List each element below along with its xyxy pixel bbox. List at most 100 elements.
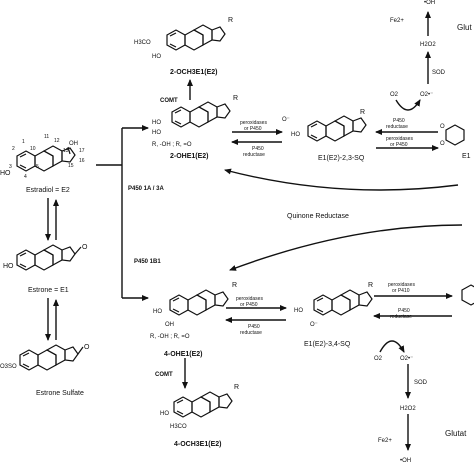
sq34-r: R bbox=[368, 282, 373, 289]
peroxidases-label: peroxidases bbox=[388, 282, 415, 288]
h2o2-bottom: H2O2 bbox=[400, 406, 416, 412]
ohe4-label: 4-OHE1(E2) bbox=[164, 351, 203, 358]
methoxy4-ho: HO bbox=[160, 411, 169, 417]
ohe4-oh: OH bbox=[165, 322, 174, 328]
o2-top: O2 bbox=[390, 92, 399, 98]
atom-num: 17 bbox=[79, 148, 85, 154]
fe2-top: Fe2+ bbox=[390, 18, 404, 24]
hydroxyl-radical-bottom: •OH bbox=[400, 458, 411, 464]
fe2-bottom: Fe2+ bbox=[378, 438, 392, 444]
atom-num: 11 bbox=[44, 134, 49, 140]
atom-num: 1 bbox=[22, 139, 25, 145]
quinone23-o1: O bbox=[440, 124, 445, 130]
p450-1b1-label: P450 1B1 bbox=[134, 259, 161, 265]
estrone-ho: HO bbox=[3, 263, 14, 270]
reductase-label: reductase bbox=[243, 152, 265, 158]
ohe2-ho1: HO bbox=[152, 120, 161, 126]
quinone23-label: E1 bbox=[462, 153, 471, 160]
estrone-sulfate-structure: O3SO O Estrone Sulfate bbox=[0, 344, 90, 397]
sq34-structure: HO O⁻ R E1(E2)-3,4-SQ bbox=[294, 282, 373, 348]
quinone23-o2: O bbox=[440, 141, 445, 147]
p450-label: P450 bbox=[393, 118, 405, 124]
ohe2-r: R bbox=[233, 95, 238, 102]
ohe2-r-note: R, -OH ; R, =O bbox=[152, 142, 192, 148]
hydroxyl-radical-top: •OH bbox=[424, 0, 435, 6]
methoxy2-h3co: H3CO bbox=[134, 40, 151, 46]
reductase-label: reductase bbox=[390, 314, 412, 320]
glutathione-top: Glut bbox=[457, 23, 472, 32]
p450-label: P450 bbox=[248, 324, 260, 330]
methoxy4-structure: HO H3CO R 4-OCH3E1(E2) bbox=[160, 384, 239, 448]
peroxidases-label: peroxidases bbox=[386, 136, 413, 142]
sod-bottom: SOD bbox=[414, 380, 428, 386]
p450-1a-3a-label: P450 1A / 3A bbox=[128, 186, 164, 192]
estrone-sulfate-label: Estrone Sulfate bbox=[36, 390, 84, 397]
quinone-reductase-arrows: Quinone Reductase bbox=[224, 168, 463, 271]
atom-num: 16 bbox=[79, 158, 85, 164]
superoxide-bottom: O2•⁻ bbox=[400, 356, 413, 362]
estradiol-label: Estradiol = E2 bbox=[26, 187, 70, 194]
peroxidases-label: peroxidases bbox=[240, 120, 267, 126]
redox-top: •OH Fe2+ H2O2 SOD O2 O2•⁻ Glut bbox=[390, 0, 472, 111]
sq34-o-minus: O⁻ bbox=[310, 322, 318, 328]
ohe2-sq-arrows: peroxidases or P450 P450 reductase bbox=[231, 120, 283, 158]
ohe2-ho2: HO bbox=[152, 130, 161, 136]
quinone23-structure: O O E1 bbox=[440, 124, 471, 160]
ohe4-r-note: R, -OH ; R, =O bbox=[150, 334, 190, 340]
ohe4-r: R bbox=[232, 282, 237, 289]
ohe2-label: 2-OHE1(E2) bbox=[170, 153, 209, 160]
sq23-label: E1(E2)-2,3-SQ bbox=[318, 155, 365, 162]
comt-bottom-arrow: COMT bbox=[155, 358, 188, 389]
sq23-o-minus: O⁻ bbox=[282, 117, 290, 123]
or-p410-label: or P410 bbox=[392, 288, 410, 294]
or-p450-label: or P450 bbox=[244, 126, 262, 132]
ohe4-structure: HO OH R R, -OH ; R, =O 4-OHE1(E2) bbox=[150, 282, 237, 358]
estradiol-oh: OH bbox=[69, 141, 78, 147]
methoxy2-label: 2-OCH3E1(E2) bbox=[170, 69, 217, 76]
p450-label: P450 bbox=[252, 146, 264, 152]
atom-num: 15 bbox=[68, 163, 74, 169]
estrone-sulfate-o3so: O3SO bbox=[0, 364, 17, 370]
estrone-label: Estrone = E1 bbox=[28, 287, 69, 294]
p450-branch-arrows: P450 1A / 3A P450 1B1 bbox=[96, 125, 164, 301]
e2-e1-arrows bbox=[45, 198, 59, 241]
h2o2-top: H2O2 bbox=[420, 42, 436, 48]
atom-num: 2 bbox=[12, 146, 15, 152]
estradiol-structure: HO OH 1 2 3 4 5 10 11 12 13 17 16 15 Est… bbox=[0, 134, 85, 194]
comt-top-label: COMT bbox=[160, 98, 178, 104]
ohe4-sq-arrows: peroxidases or P450 P450 reductase bbox=[225, 296, 287, 336]
atom-num: 3 bbox=[9, 164, 12, 170]
sq23-ho: HO bbox=[291, 132, 300, 138]
comt-bottom-label: COMT bbox=[155, 372, 173, 378]
methoxy2-r: R bbox=[228, 17, 233, 24]
atom-num: 10 bbox=[30, 146, 36, 152]
superoxide-top: O2•⁻ bbox=[420, 92, 433, 98]
reductase-label: reductase bbox=[240, 330, 262, 336]
sq23-r: R bbox=[360, 109, 365, 116]
methoxy4-label: 4-OCH3E1(E2) bbox=[174, 441, 221, 448]
quinone-reductase-label: Quinone Reductase bbox=[287, 213, 349, 220]
sod-top: SOD bbox=[432, 70, 446, 76]
methoxy2-structure: H3CO HO R 2-OCH3E1(E2) bbox=[134, 17, 233, 76]
methoxy4-r: R bbox=[234, 384, 239, 391]
methoxy4-och3: H3CO bbox=[170, 424, 187, 430]
sq34-quinone-arrows: peroxidases or P410 P450 reductase bbox=[373, 282, 453, 320]
atom-num: 13 bbox=[63, 148, 69, 154]
o2-bottom: O2 bbox=[374, 356, 383, 362]
quinone34-structure bbox=[461, 284, 474, 306]
estrone-keto: O bbox=[82, 244, 88, 251]
sq34-ho: HO bbox=[294, 308, 303, 314]
or-p450-label: or P450 bbox=[390, 142, 408, 148]
sq34-label: E1(E2)-3,4-SQ bbox=[304, 341, 351, 348]
reductase-label: reductase bbox=[386, 124, 408, 130]
p450-label: P450 bbox=[398, 308, 410, 314]
ohe4-ho: HO bbox=[153, 309, 162, 315]
e1-sulfate-arrows bbox=[45, 298, 59, 341]
estrone-structure: HO O Estrone = E1 bbox=[3, 244, 88, 294]
or-p450-label: or P450 bbox=[240, 302, 258, 308]
glutathione-bottom: Glutat bbox=[445, 429, 467, 438]
atom-num: 5 bbox=[36, 164, 39, 170]
atom-num: 12 bbox=[54, 138, 60, 144]
methoxy2-ho: HO bbox=[152, 54, 161, 60]
